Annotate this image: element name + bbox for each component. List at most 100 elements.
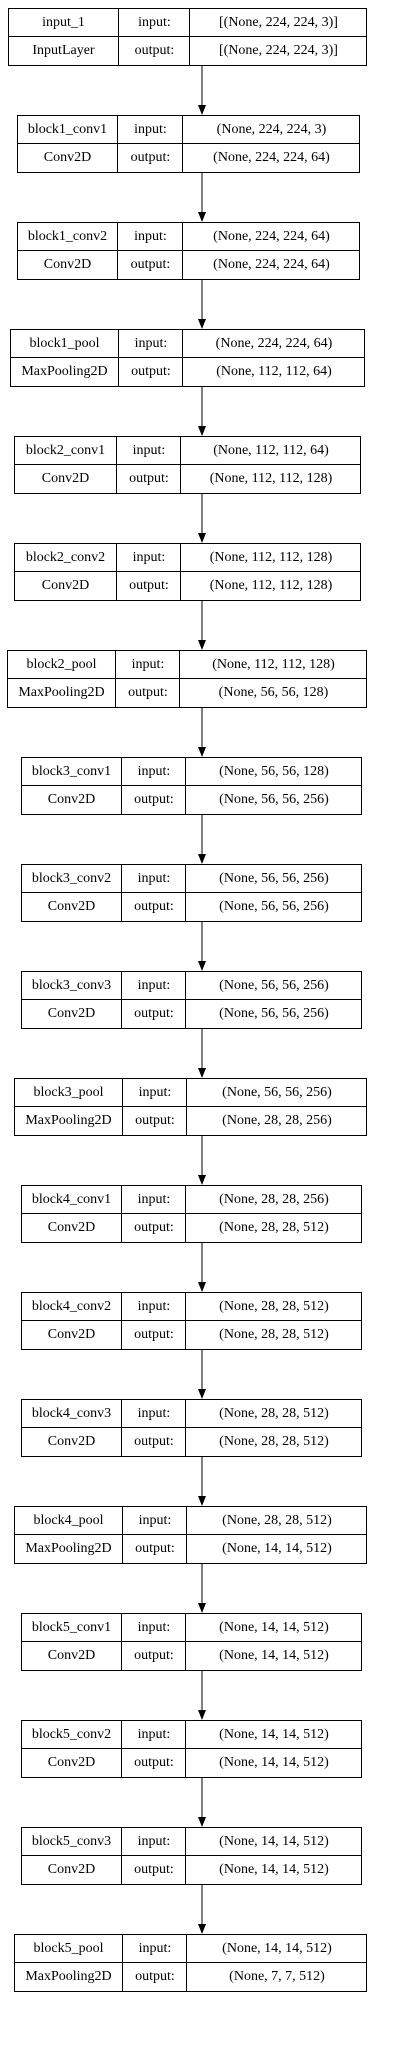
input-label: input: <box>121 972 186 1000</box>
output-label: output: <box>117 144 183 172</box>
input-label: input: <box>121 1614 186 1642</box>
output-shape: (None, 224, 224, 64) <box>182 251 360 279</box>
layer-row-output: Conv2D output:(None, 28, 28, 512) <box>22 1213 361 1242</box>
input-label: input: <box>117 223 183 251</box>
arrowhead-icon <box>198 1282 206 1292</box>
arrowhead-icon <box>198 1924 206 1934</box>
input-label: input: <box>121 1293 186 1321</box>
layer-name: block1_conv1 <box>27 122 108 137</box>
output-label: output: <box>115 679 180 707</box>
output-label: output: <box>121 1000 186 1028</box>
input-shape: (None, 28, 28, 512) <box>185 1293 362 1321</box>
arrowhead-icon <box>198 961 206 971</box>
arrowhead-icon <box>198 319 206 329</box>
input-shape: (None, 28, 28, 512) <box>185 1400 362 1428</box>
layer-type: Conv2D <box>47 1327 96 1342</box>
layer-row-output: Conv2D output:(None, 14, 14, 512) <box>22 1855 361 1884</box>
layer-type: Conv2D <box>41 578 90 593</box>
output-label: output: <box>121 1214 186 1242</box>
output-shape: (None, 14, 14, 512) <box>185 1856 362 1884</box>
output-shape: (None, 112, 112, 64) <box>182 358 365 386</box>
input-shape: (None, 56, 56, 256) <box>185 972 362 1000</box>
input-label: input: <box>118 9 190 37</box>
layer-type: Conv2D <box>47 899 96 914</box>
output-shape: (None, 112, 112, 128) <box>180 465 361 493</box>
arrowhead-icon <box>198 1603 206 1613</box>
input-shape: (None, 56, 56, 256) <box>186 1079 367 1107</box>
output-label: output: <box>116 572 181 600</box>
layer-type: MaxPooling2D <box>18 685 105 700</box>
input-label: input: <box>118 330 183 358</box>
output-label: output: <box>121 1321 186 1349</box>
layer-name: block2_pool <box>26 657 97 672</box>
layer-name: block4_conv1 <box>31 1192 112 1207</box>
input-shape: (None, 14, 14, 512) <box>185 1614 362 1642</box>
input-shape: (None, 14, 14, 512) <box>185 1828 362 1856</box>
layer-name: block4_pool <box>33 1513 104 1528</box>
layer-name: block4_conv3 <box>31 1406 112 1421</box>
layer-type: Conv2D <box>43 150 92 165</box>
output-label: output: <box>121 1856 186 1884</box>
layer-type: MaxPooling2D <box>21 364 108 379</box>
layer-name: block3_conv3 <box>31 978 112 993</box>
layer-name: block1_pool <box>29 336 100 351</box>
input-shape: (None, 14, 14, 512) <box>186 1935 367 1963</box>
layer-name: block3_conv1 <box>31 764 112 779</box>
output-shape: (None, 56, 56, 256) <box>185 893 362 921</box>
layer-name: block5_conv2 <box>31 1727 112 1742</box>
input-shape: (None, 224, 224, 3) <box>182 116 360 144</box>
layer-type: Conv2D <box>41 471 90 486</box>
output-shape: (None, 28, 28, 512) <box>185 1428 362 1456</box>
output-label: output: <box>122 1535 187 1563</box>
layer-name: block5_conv1 <box>31 1620 112 1635</box>
input-shape: (None, 224, 224, 64) <box>182 223 360 251</box>
output-shape: (None, 14, 14, 512) <box>185 1749 362 1777</box>
output-shape: (None, 28, 28, 512) <box>185 1214 362 1242</box>
output-label: output: <box>118 358 183 386</box>
arrowhead-icon <box>198 747 206 757</box>
layer-type: Conv2D <box>47 1220 96 1235</box>
layer-type: MaxPooling2D <box>25 1969 112 1984</box>
output-label: output: <box>121 893 186 921</box>
input-shape: (None, 112, 112, 128) <box>180 544 361 572</box>
output-shape: (None, 28, 28, 256) <box>186 1107 367 1135</box>
layer-type: Conv2D <box>47 792 96 807</box>
arrowhead-icon <box>198 426 206 436</box>
input-label: input: <box>121 865 186 893</box>
output-label: output: <box>122 1963 187 1991</box>
output-shape: (None, 14, 14, 512) <box>185 1642 362 1670</box>
layer-type: Conv2D <box>47 1862 96 1877</box>
input-label: input: <box>121 758 186 786</box>
arrowhead-icon <box>198 854 206 864</box>
